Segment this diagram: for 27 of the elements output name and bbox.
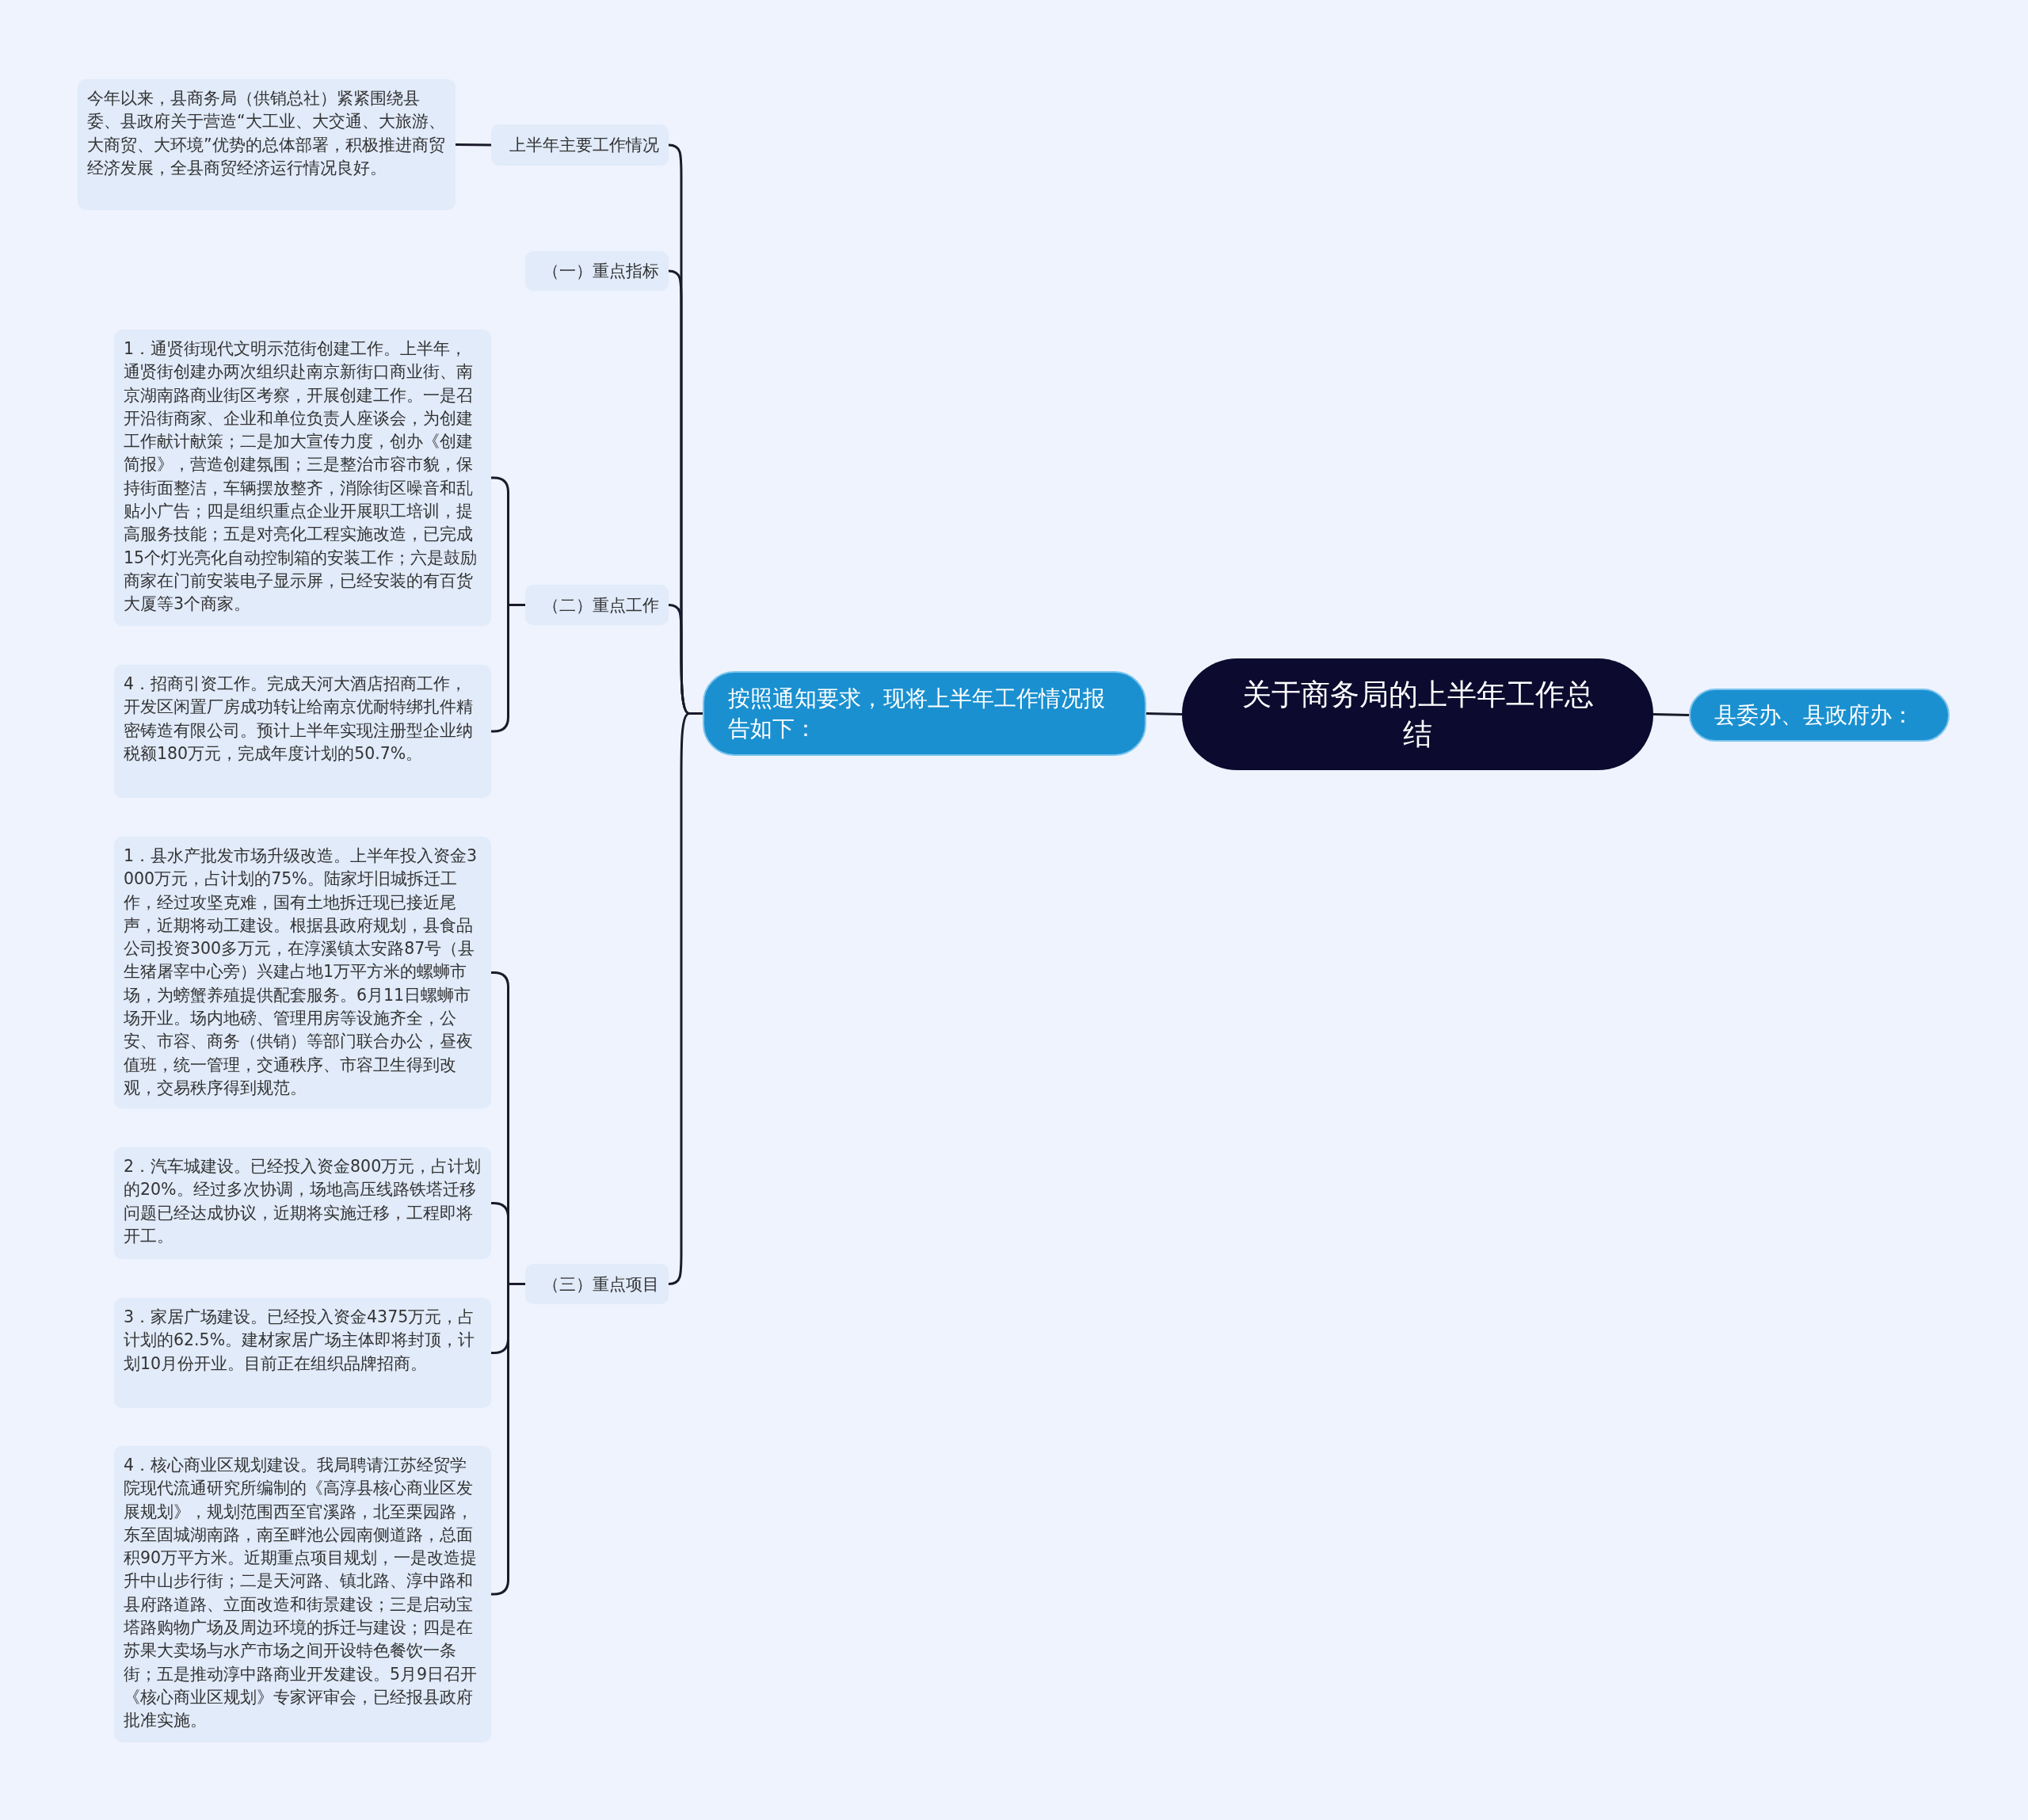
text-card: [114, 1298, 491, 1408]
topic-text: 1．县水产批发市场升级改造。上半年投入资金3000万元，占计划的75%。陆家圩旧城拆迁工作，经过攻坚克难，国有土地拆迁现已接近尾声，近期将动工建设。根据县政府规划，县食品公司投资300多万元，在淳溪镇太安路87号（县生猪屠宰中心旁）兴建占地1万平方米的螺蛳市场，为螃蟹养殖提供配套服务。6月11日螺蛳市场开业。场内地磅、管理用房等设施齐全，公安、市容、商务（供销）等部门联合办公，昼夜值班，统一管理，交通秩序、市容卫生得到改观，交易秩序得到规范。: [124, 845, 478, 1099]
subtopic: [525, 1264, 669, 1304]
topic-text: 1．通贤街现代文明示范街创建工作。上半年，通贤街创建办两次组织赴南京新街口商业街、南京湖南路商业街区考察，开展创建工作。一是召开沿街商家、企业和单位负责人座谈会，为创建工作献计献策；二是加大宣传力度，创办《创建简报》，营造创建氛围；三是整治市容市貌，保持街面整洁，车辆摆放整齐，消除街区噪音和乱贴小广告；四是组织重点企业开展职工培训，提高服务技能；五是对亮化工程实施改造，已完成15个灯光亮化自动控制箱的安装工作；六是鼓励商家在门前安装电子显示屏，已经安装的有百货大厦等3个商家。: [124, 338, 478, 616]
text-card: [114, 1147, 491, 1259]
topic-text: （一）重点指标: [543, 261, 659, 282]
connector-line: [1146, 712, 1183, 715]
topic-text: 3．家居广场建设。已经投入资金4375万元，占计划的62.5%。建材家居广场主体即将封顶，计划10月份开业。目前正在组织品牌招商。: [124, 1307, 476, 1375]
topic-text: 关于商务局的上半年工作总结: [1241, 676, 1595, 753]
topic-text: （二）重点工作: [543, 594, 659, 616]
topic-text: 2．汽车城建设。已经投入资金800万元，占计划的20%。经过多次协调，场地高压线路铁塔迁移问题已经达成协议，近期将实施迁移，工程即将开工。: [124, 1156, 482, 1247]
text-card: [114, 665, 491, 798]
subtopic: [525, 585, 669, 625]
subtopic: [525, 251, 669, 291]
topic-text: 上半年主要工作情况: [509, 135, 659, 156]
connector-line: [456, 143, 491, 147]
topic-text: 4．核心商业区规划建设。我局聘请江苏经贸学院现代流通研究所编制的《高淳县核心商业区发展规划》，规划范围西至官溪路，北至栗园路，东至固城湖南路，南至畔池公园南侧道路，总面积90万平方米。近期重点项目规划，一是改造提升中山步行街；二是天河路、镇北路、淳中路和县府路道路、立面改造和街景建设；三是启动宝塔路购物广场及周边环境的拆迁与建设；四是在苏果大卖场与水产市场之间开设特色餐饮一条街；五是推动淳中路商业开发建设。5月9日召开《核心商业区规划》专家评审会，已经报县政府批准实施。: [124, 1455, 478, 1732]
topic-text: 按照通知要求，现将上半年工作情况报告如下：: [728, 684, 1106, 743]
topic-text: 今年以来，县商务局（供销总社）紧紧围绕县委、县政府关于营造“大工业、大交通、大旅游、大商贸、大环境”优势的总体部署，积极推进商贸经济发展，全县商贸经济运行情况良好。: [87, 88, 446, 179]
topic-text: 4．招商引资工作。完成天河大酒店招商工作，开发区闲置厂房成功转让给南京优耐特绑扎件精密铸造有限公司。预计上半年实现注册型企业纳税额180万元，完成年度计划的50.7%。: [124, 673, 474, 765]
topic-text: 县委办、县政府办：: [1714, 700, 1914, 730]
connector-line: [491, 1283, 525, 1596]
subtopic: [491, 124, 669, 166]
topic-text: （三）重点项目: [543, 1273, 659, 1295]
connector-line: [1653, 713, 1690, 716]
main-topic: [703, 671, 1146, 756]
text-card: [78, 79, 456, 210]
